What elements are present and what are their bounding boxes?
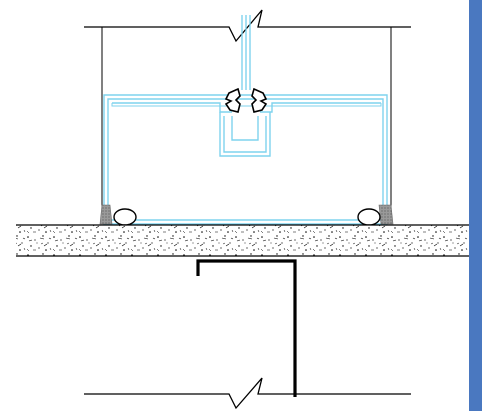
side-scroll-bar — [469, 0, 482, 411]
concrete-slab — [16, 225, 471, 256]
lower-break-line — [84, 377, 411, 410]
vertical-mullion-profile — [241, 15, 251, 90]
upper-break-line — [84, 9, 411, 43]
glazing-gasket-right — [251, 87, 268, 113]
backer-rod-left — [113, 208, 137, 226]
backer-rod-right — [357, 208, 381, 226]
sealant-bead-left — [99, 204, 113, 225]
steel-anchor-bracket — [196, 259, 297, 397]
sealant-bead-right — [378, 204, 394, 225]
frame-profile — [103, 94, 388, 225]
glazing-gasket-left — [224, 87, 241, 113]
